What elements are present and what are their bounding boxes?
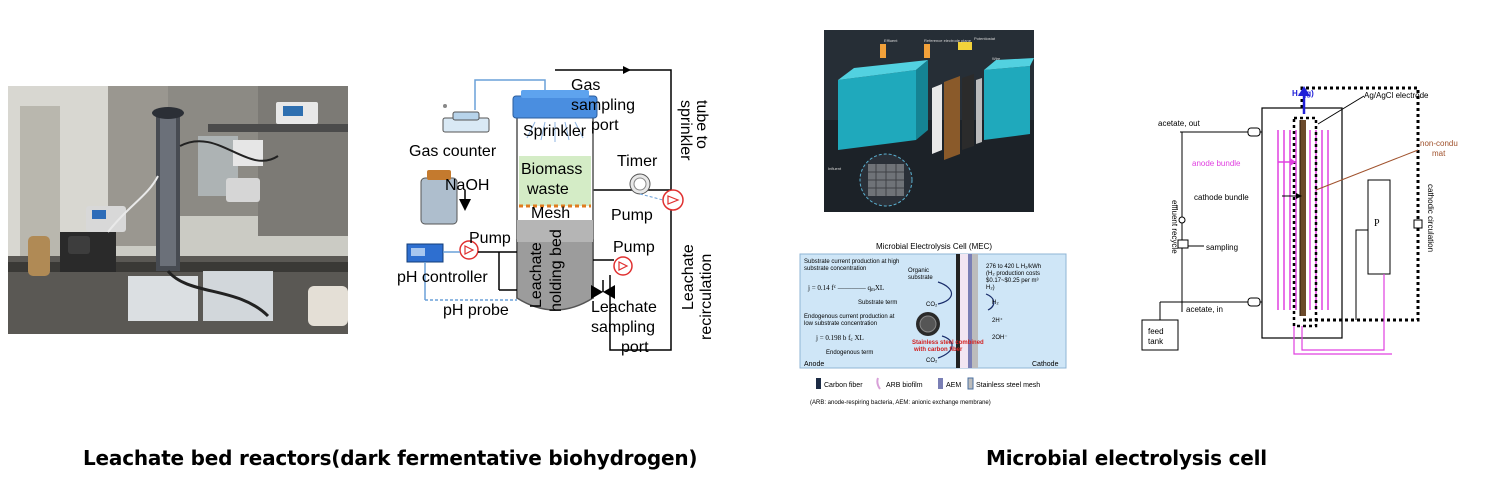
mec-endogenous-2: low substrate concentration [804,321,877,327]
reactor-cathode-bundle: cathode bundle [1194,193,1249,202]
mec-endogenous-term: Endogenous term [826,350,873,356]
reactor-feed-2: tank [1148,337,1164,346]
reactor-acetate-in: acetate, in [1186,305,1223,314]
caption-right: Microbial electrolysis cell [986,446,1267,470]
mec-two-oh: 2OH⁻ [992,335,1008,341]
label-pump-right-mid: Pump [613,239,655,256]
label-naoh: NaOH [445,177,489,194]
mec-3d-render: Effluent Reference electrode plane Potent… [824,30,1034,212]
reactor-pump: P [1374,218,1380,229]
mec-two-h: 2H⁺ [992,317,1003,324]
label-ph-controller: pH controller [397,269,488,286]
mec-production-2: (H₂ production costs [986,271,1040,277]
mec-endogenous-1: Endogenous current production at [804,314,895,320]
caption-left: Leachate bed reactors(dark fermentative … [83,446,698,470]
mec-production-4: H₂) [986,285,995,291]
reactor-non-conductive-1: non-conductive [1420,139,1458,148]
mec-h2: H₂ [992,300,999,306]
mec-title: Microbial Electrolysis Cell (MEC) [876,242,992,251]
label-holding-bed-2: holding bed [548,229,565,312]
mec-legend-1: ARB biofilm [886,382,923,389]
lab-photo [8,86,348,334]
mec-schematic: Microbial Electrolysis Cell (MEC) Substr… [796,240,1070,412]
svg-text:Potentiostat: Potentiostat [974,36,996,41]
reactor-anode-bundle: anode bundle [1192,159,1241,168]
mec-co2-bottom: CO₂ [926,358,938,364]
mec-cathode-label: Cathode [1032,361,1059,368]
mec-stainless-1: Stainless steel combined [912,340,984,346]
label-sprinkler: Sprinkler [523,123,587,140]
lbr-diagram: Gas counter NaOH Pump pH controller pH p… [395,60,725,360]
mec-organic-1: Organic [908,268,929,274]
mec-organic-2: substrate [908,275,933,281]
reactor-effluent: effluent recycle [1170,200,1179,254]
label-pump-left: Pump [469,230,511,247]
svg-text:Reference electrode plane: Reference electrode plane [924,38,972,43]
label-gas-counter: Gas counter [409,143,497,160]
label-waste: waste [526,181,569,198]
label-pump-right-top: Pump [611,207,653,224]
label-tube-1: tube to [693,100,710,149]
label-gas-sampling-3: port [591,117,619,134]
reactor-sampling: sampling [1206,243,1238,252]
label-biomass: Biomass [521,161,582,178]
label-timer: Timer [617,153,658,170]
svg-text:Wire: Wire [992,56,1001,61]
label-leachate-sampling-2: sampling [591,319,655,336]
label-leachate-sampling-3: port [621,339,649,356]
svg-text:Influent: Influent [828,166,842,171]
mec-substrate-2: substrate concentration [804,266,866,272]
reactor-acetate-out: acetate, out [1158,119,1201,128]
label-ph-probe: pH probe [443,302,509,319]
label-recirc-2: recirculation [698,254,715,340]
mec-legend-3: Stainless steel mesh [976,382,1040,389]
mec-substrate-1: Substrate current production at high [804,259,899,265]
svg-text:j = 0.198 b fc XL: j = 0.198 b fc XL [815,334,864,343]
mec-substrate-term: Substrate term [858,300,897,306]
label-gas-sampling-1: Gas [571,77,600,94]
mec-anode-label: Anode [804,361,824,368]
mec-legend-2: AEM [946,382,961,389]
mec-co2-top: CO₂ [926,302,938,308]
mec-reactor-schematic: P H₂ (g) Ag/AgCl electrode aceta [1128,80,1475,360]
reactor-non-conductive-2: mat [1432,149,1446,158]
label-gas-sampling-2: sampling [571,97,635,114]
label-recirc-1: Leachate [680,244,697,310]
reactor-feed-1: feed [1148,327,1164,336]
svg-text:Effluent: Effluent [884,38,898,43]
reactor-cathodic: cathodic circulation [1426,184,1435,252]
label-tube-2: sprinkler [677,100,694,161]
mec-production-1: 276 to 420 L H₂/kWh [986,264,1041,270]
label-leachate-sampling-1: Leachate [591,299,657,316]
mec-production-3: $0.17~$0.25 per m³ [986,278,1039,284]
reactor-agcl: Ag/AgCl electrode [1364,91,1429,100]
mec-footnote: (ARB: anode-respiring bacteria, AEM: ani… [810,400,991,406]
svg-text:j = 0.14 fc ———— qmXL: j = 0.14 fc ———— qmXL [807,284,884,293]
reactor-h2: H₂ (g) [1292,89,1314,98]
mec-legend-0: Carbon fiber [824,382,863,389]
label-holding-bed-1: Leachate [528,242,545,308]
label-mesh: Mesh [531,205,570,222]
mec-stainless-2: with carbon fiber [913,347,963,353]
